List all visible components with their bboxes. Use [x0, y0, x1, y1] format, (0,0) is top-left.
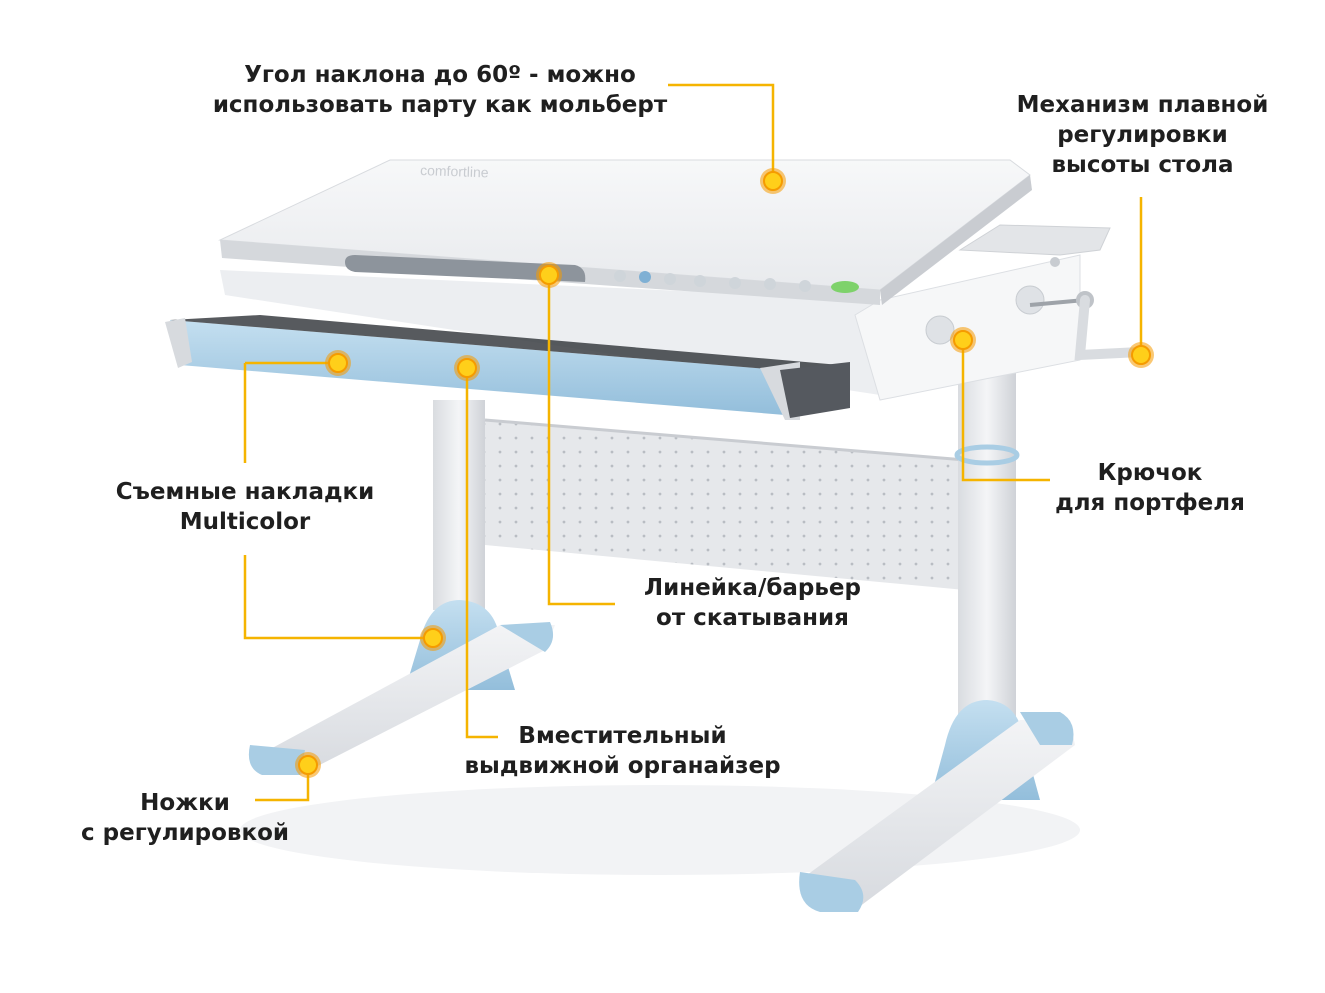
callout-adjustable-legs: Ножки с регулировкой	[70, 788, 300, 848]
callout-legs-line2: с регулировкой	[80, 820, 290, 846]
left-leg	[248, 400, 555, 775]
callout-height-line2: регулировки	[1057, 122, 1228, 148]
height-crank	[1029, 291, 1145, 361]
callout-organizer-line2: выдвижной органайзер	[464, 753, 781, 779]
callout-pads-line2: Multicolor	[179, 509, 311, 535]
callout-lines	[243, 83, 1143, 802]
sun-dot-icon	[454, 355, 480, 381]
callout-removable-pads: Съемные накладки Multicolor	[90, 477, 400, 537]
right-leg	[799, 350, 1075, 912]
sun-dot-icon	[325, 350, 351, 376]
sun-dot-icon	[950, 327, 976, 353]
callout-markers	[295, 168, 1154, 778]
callout-organizer-line1: Вместительный	[518, 723, 727, 749]
callout-ruler-barrier: Линейка/барьер от скатывания	[630, 573, 875, 633]
callout-bag-hook: Крючок для портфеля	[1045, 458, 1255, 518]
side-shelf	[958, 224, 1111, 256]
sun-dot-icon	[295, 752, 321, 778]
callout-ruler-line1: Линейка/барьер	[643, 575, 861, 601]
sun-dot-icon	[420, 625, 446, 651]
sun-dot-icon	[536, 262, 562, 288]
desk-top-stickers	[614, 270, 859, 293]
callout-height-mechanism: Механизм плавной регулировки высоты стол…	[1000, 90, 1285, 180]
callout-height-line3: высоты стола	[1051, 152, 1234, 178]
desk-top-logo: comfortline	[420, 162, 489, 180]
callout-drawer-organizer: Вместительный выдвижной органайзер	[450, 721, 795, 781]
callout-legs-line1: Ножки	[140, 790, 230, 816]
callout-tilt-line2: использовать парту как мольберт	[212, 92, 668, 118]
sun-dot-icon	[760, 168, 786, 194]
callout-ruler-line2: от скатывания	[656, 605, 849, 631]
callout-tilt-line1: Угол наклона до 60º - можно	[244, 62, 636, 88]
callout-hook-line2: для портфеля	[1055, 490, 1245, 516]
crossbar-panel	[484, 418, 966, 590]
callout-hook-line1: Крючок	[1097, 460, 1203, 486]
callout-tilt: Угол наклона до 60º - можно использовать…	[200, 60, 680, 120]
callout-height-line1: Механизм плавной	[1016, 92, 1269, 118]
callout-pads-line1: Съемные накладки	[115, 479, 375, 505]
sun-dot-icon	[1128, 342, 1154, 368]
desk-frame	[220, 254, 1081, 401]
